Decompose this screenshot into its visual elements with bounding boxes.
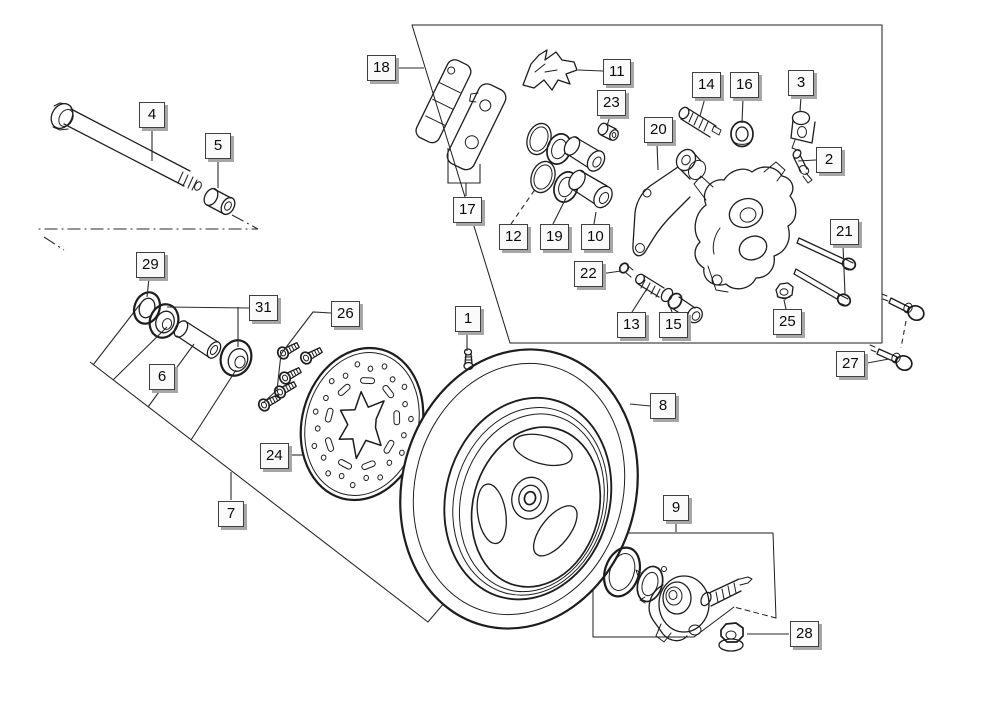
part-label-19[interactable]: 19 [540,224,569,250]
part-label-24[interactable]: 24 [260,443,289,469]
part-label-23[interactable]: 23 [597,90,626,116]
pad-spring-clip [522,49,578,91]
caliper-group-box [411,24,883,344]
part-label-10[interactable]: 10 [581,224,610,250]
part-label-4[interactable]: 4 [139,102,165,128]
bracket-bolts-27 [869,293,925,372]
part-label-3[interactable]: 3 [788,70,814,96]
part-label-1[interactable]: 1 [455,306,481,332]
speedo-oil-seal [635,565,667,604]
spacer-tube-6 [173,320,222,359]
axle-centerline [37,214,259,251]
adjuster-pin-22 [618,262,634,278]
part-label-8[interactable]: 8 [650,393,676,419]
part-label-21[interactable]: 21 [830,219,859,245]
part-label-16[interactable]: 16 [730,72,759,98]
axle-spacer [203,187,236,216]
pad-pin-bolt [678,106,722,138]
part-label-20[interactable]: 20 [644,117,673,143]
part-label-31[interactable]: 31 [249,295,278,321]
bleed-screw [597,122,619,141]
part-label-25[interactable]: 25 [773,309,802,335]
part-label-7[interactable]: 7 [218,501,244,527]
caliper-pistons [563,136,613,209]
part-label-28[interactable]: 28 [790,621,819,647]
bleeder-valve [792,149,813,184]
part-label-26[interactable]: 26 [331,301,360,327]
part-label-17[interactable]: 17 [453,197,482,223]
part-label-2[interactable]: 2 [816,147,842,173]
front-axle [50,102,202,191]
caliper-body [693,161,797,293]
part-label-14[interactable]: 14 [692,72,721,98]
part-label-12[interactable]: 12 [499,224,528,250]
part-label-13[interactable]: 13 [617,312,646,338]
front-wheel [399,348,639,630]
part-label-9[interactable]: 9 [663,495,689,521]
part-label-27[interactable]: 27 [836,351,865,377]
caliper-bracket [632,148,707,257]
valve-stem [463,348,474,371]
part-label-29[interactable]: 29 [136,252,165,278]
part-label-11[interactable]: 11 [603,59,631,85]
dust-seals [546,133,579,203]
speedo-drive-gear [700,576,753,607]
part-label-22[interactable]: 22 [574,261,603,287]
speedo-drive-unit [648,575,710,643]
brake-pads [415,59,507,171]
adjuster-bolt-15 [660,287,703,324]
part-label-15[interactable]: 15 [659,312,688,338]
caliper-bolts-21 [793,237,857,307]
flange-nut-25 [775,282,794,300]
leader-lines [146,67,890,635]
part-label-18[interactable]: 18 [367,55,396,81]
part-label-5[interactable]: 5 [205,133,231,159]
part-label-6[interactable]: 6 [149,364,175,390]
hub-nut-28 [718,622,744,652]
speedo-seal-ring [602,546,642,598]
